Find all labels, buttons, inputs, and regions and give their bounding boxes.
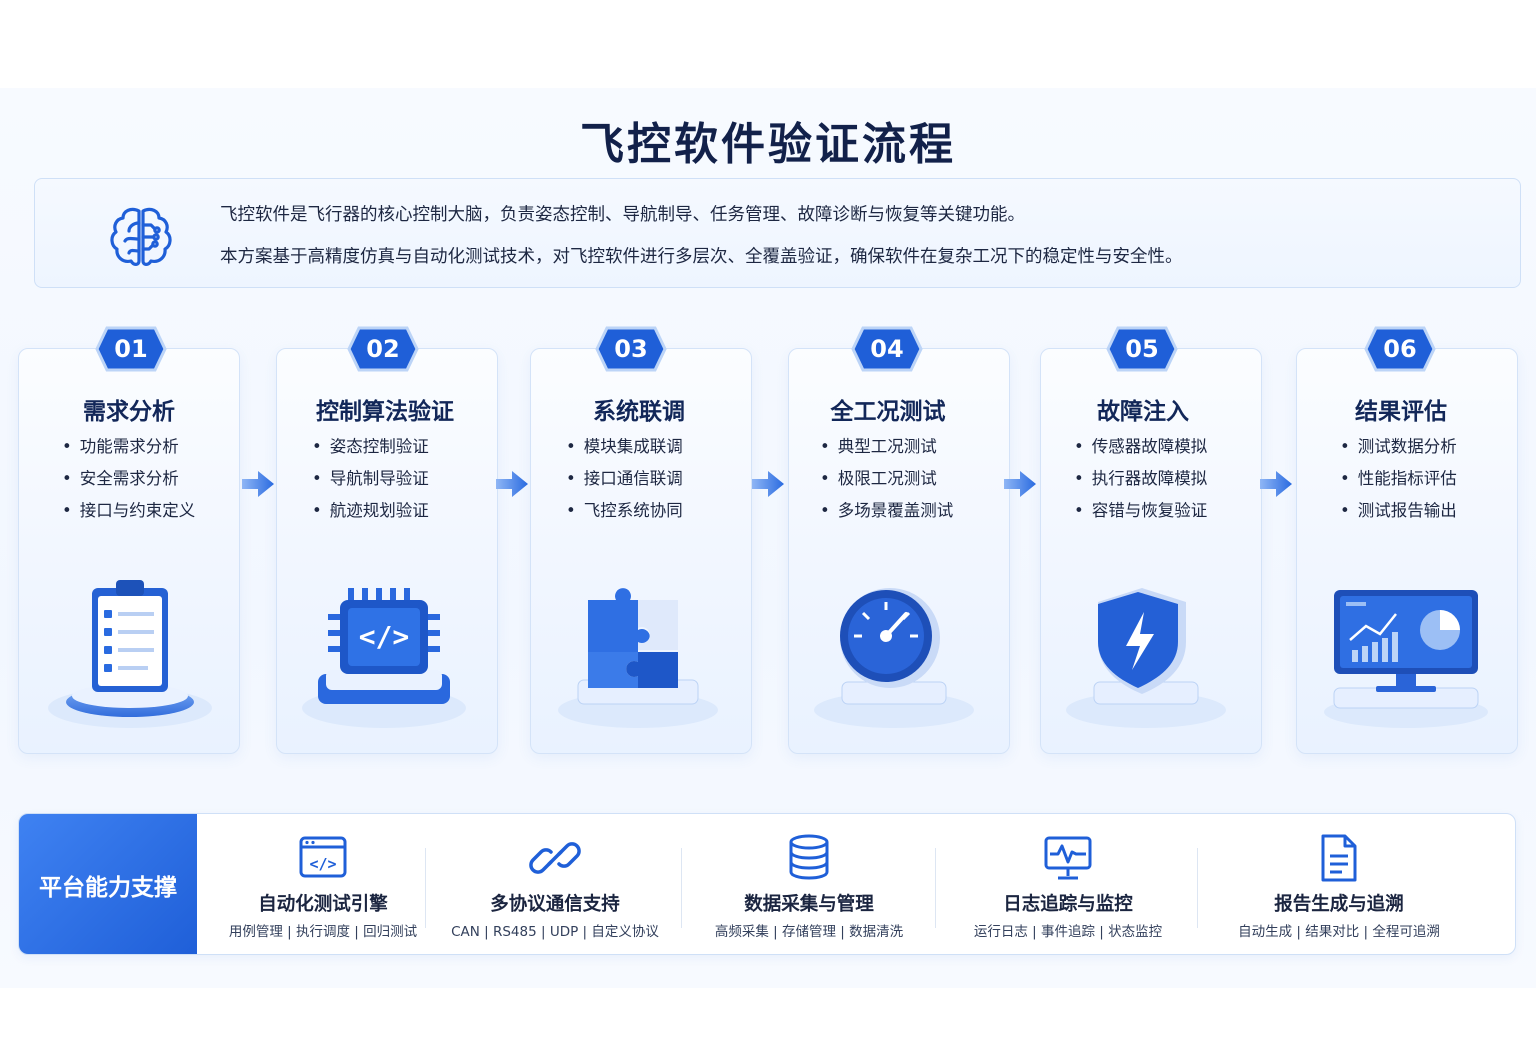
step-items: 模块集成联调 接口通信联调 飞控系统协同 <box>566 434 683 530</box>
monitor-pulse-icon <box>1044 836 1092 880</box>
step-number: 06 <box>1383 335 1417 363</box>
list-item: 姿态控制验证 <box>312 434 429 466</box>
step-title: 控制算法验证 <box>316 399 454 425</box>
list-item: 导航制导验证 <box>312 466 429 498</box>
step-number-badge: 04 <box>851 326 923 372</box>
list-item: 飞控系统协同 <box>566 498 683 530</box>
step-title: 故障注入 <box>1097 399 1189 425</box>
step-number: 05 <box>1125 335 1159 363</box>
list-item: 测试数据分析 <box>1340 434 1457 466</box>
step-number-badge: 01 <box>95 326 167 372</box>
divider <box>425 848 426 928</box>
divider <box>681 848 682 928</box>
shield-bolt-icon <box>1066 588 1226 728</box>
capability-title: 报告生成与追溯 <box>1274 894 1404 915</box>
capability-subtitle: CAN | RS485 | UDP | 自定义协议 <box>451 924 659 940</box>
capability-subtitle: 运行日志 | 事件追踪 | 状态监控 <box>973 924 1163 940</box>
intro-line-2: 本方案基于高精度仿真与自动化测试技术，对飞控软件进行多层次、全覆盖验证，确保软件… <box>220 247 1183 267</box>
step-items: 功能需求分析 安全需求分析 接口与约束定义 <box>62 434 196 530</box>
list-item: 接口通信联调 <box>566 466 683 498</box>
capability-title: 数据采集与管理 <box>744 894 874 915</box>
capability-subtitle: 高频采集 | 存储管理 | 数据清洗 <box>714 924 904 940</box>
step-number-badge: 06 <box>1364 326 1436 372</box>
list-item: 传感器故障模拟 <box>1074 434 1208 466</box>
intro-panel: 飞控软件是飞行器的核心控制大脑，负责姿态控制、导航制导、任务管理、故障诊断与恢复… <box>34 178 1521 288</box>
brain-icon <box>110 207 172 266</box>
svg-text:</>: </> <box>359 620 410 653</box>
step-title: 系统联调 <box>593 399 685 425</box>
step-title: 结果评估 <box>1355 399 1447 425</box>
step-number-badge: 02 <box>347 326 419 372</box>
capability-item: 数据采集与管理 高频采集 | 存储管理 | 数据清洗 <box>683 814 935 954</box>
list-item: 航迹规划验证 <box>312 498 429 530</box>
capability-item: 报告生成与追溯 自动生成 | 结果对比 | 全程可追溯 <box>1199 814 1479 954</box>
clipboard-checklist-icon <box>48 580 212 728</box>
page-title: 飞控软件验证流程 <box>580 119 956 170</box>
list-item: 性能指标评估 <box>1340 466 1457 498</box>
step-card-5 <box>1040 348 1262 754</box>
gauge-icon <box>814 588 974 728</box>
list-item: 功能需求分析 <box>62 434 195 466</box>
intro-line-1: 飞控软件是飞行器的核心控制大脑，负责姿态控制、导航制导、任务管理、故障诊断与恢复… <box>220 205 1025 225</box>
list-item: 典型工况测试 <box>820 434 953 466</box>
step-items: 典型工况测试 极限工况测试 多场景覆盖测试 <box>820 434 954 530</box>
puzzle-icon <box>558 588 718 728</box>
monitor-chart-icon <box>1324 590 1488 728</box>
document-icon <box>1321 834 1357 882</box>
platform-capability-bar: 平台能力支撑 </> 自动化测试引擎 用例管理 | 执行调度 | 回归测试 多协… <box>18 813 1516 955</box>
link-icon <box>529 842 581 874</box>
capability-title: 日志追踪与监控 <box>1003 894 1133 915</box>
capability-item: </> 自动化测试引擎 用例管理 | 执行调度 | 回归测试 <box>199 814 447 954</box>
list-item: 模块集成联调 <box>566 434 683 466</box>
flow-arrow-icon <box>752 471 784 497</box>
svg-text:</>: </> <box>309 855 336 873</box>
code-window-icon: </> <box>299 836 347 878</box>
capability-item: 多协议通信支持 CAN | RS485 | UDP | 自定义协议 <box>427 814 683 954</box>
flow-arrow-icon <box>496 471 528 497</box>
step-items: 姿态控制验证 导航制导验证 航迹规划验证 <box>312 434 429 530</box>
capability-title: 多协议通信支持 <box>490 894 620 915</box>
step-number: 01 <box>114 335 148 363</box>
step-items: 传感器故障模拟 执行器故障模拟 容错与恢复验证 <box>1074 434 1208 530</box>
capability-title: 自动化测试引擎 <box>258 894 388 915</box>
step-number-badge: 05 <box>1106 326 1178 372</box>
step-number-badge: 03 <box>595 326 667 372</box>
capability-subtitle: 自动生成 | 结果对比 | 全程可追溯 <box>1238 924 1440 940</box>
step-title: 需求分析 <box>83 399 175 425</box>
flow-arrow-icon <box>242 471 274 497</box>
list-item: 接口与约束定义 <box>62 498 196 530</box>
step-title: 全工况测试 <box>830 399 946 425</box>
step-number: 03 <box>614 335 648 363</box>
divider <box>1197 848 1198 928</box>
list-item: 安全需求分析 <box>62 466 195 498</box>
step-items: 测试数据分析 性能指标评估 测试报告输出 <box>1340 434 1457 530</box>
list-item: 测试报告输出 <box>1340 498 1457 530</box>
capability-subtitle: 用例管理 | 执行调度 | 回归测试 <box>228 924 418 940</box>
step-number: 04 <box>870 335 904 363</box>
code-chip-icon: </> <box>302 588 466 728</box>
flow-arrow-icon <box>1260 471 1292 497</box>
list-item: 执行器故障模拟 <box>1074 466 1208 498</box>
capability-item: 日志追踪与监控 运行日志 | 事件追踪 | 状态监控 <box>937 814 1199 954</box>
list-item: 极限工况测试 <box>820 466 953 498</box>
database-icon <box>789 834 829 880</box>
list-item: 多场景覆盖测试 <box>820 498 954 530</box>
divider <box>935 848 936 928</box>
step-number: 02 <box>366 335 400 363</box>
flow-arrow-icon <box>1004 471 1036 497</box>
platform-label: 平台能力支撑 <box>19 814 197 954</box>
list-item: 容错与恢复验证 <box>1074 498 1208 530</box>
